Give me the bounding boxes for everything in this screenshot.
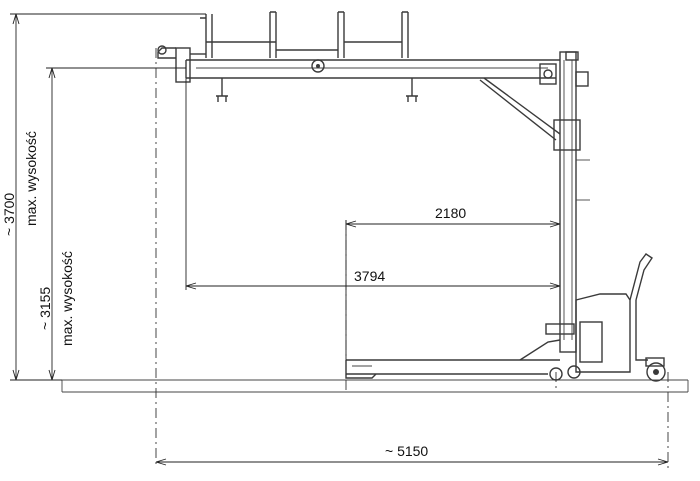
dimension-3794: 3794 — [185, 78, 561, 290]
mast-column — [553, 51, 590, 353]
dimension-2180: 2180 — [345, 205, 561, 360]
dim-3700-label: ~ 3700 — [1, 193, 17, 236]
centerlines — [155, 48, 669, 468]
base-forks — [345, 253, 666, 382]
dimension-3155: ~ 3155 max. wysokość — [37, 67, 186, 381]
gantry-boom — [157, 11, 561, 141]
dimension-3700: ~ 3700 max. wysokość — [1, 13, 206, 381]
dimension-5150: ~ 5150 — [155, 443, 669, 466]
dim-3155-caption: max. wysokość — [59, 251, 75, 346]
floor-line — [61, 379, 689, 393]
dim-3794-label: 3794 — [354, 268, 385, 284]
dim-5150-label: ~ 5150 — [385, 443, 428, 459]
dim-2180-label: 2180 — [435, 205, 466, 221]
dim-3155-label: ~ 3155 — [37, 287, 53, 330]
dim-3700-caption: max. wysokość — [23, 131, 39, 226]
